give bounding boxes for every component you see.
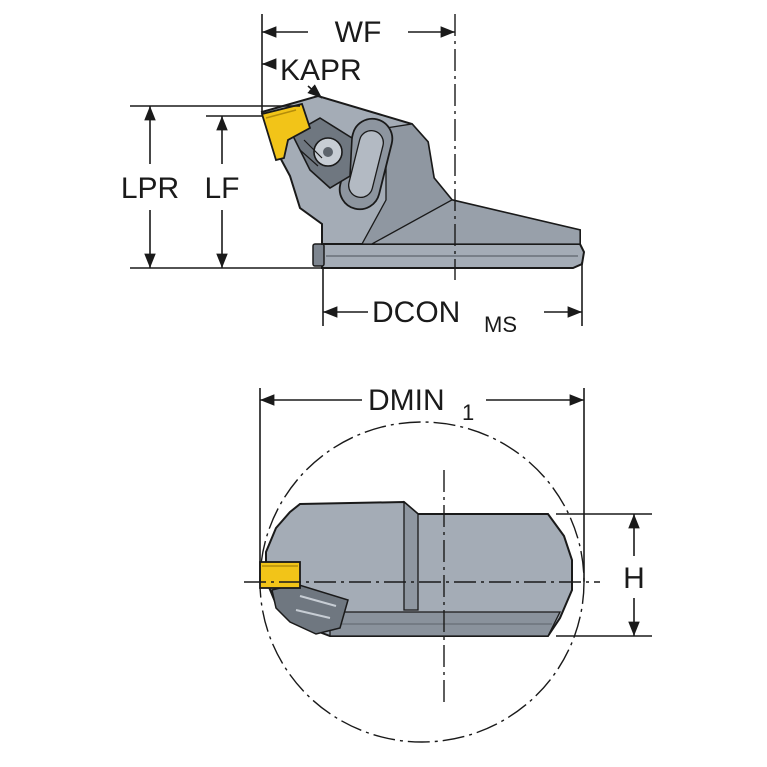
side-view-dimensions xyxy=(130,14,583,326)
label-wf: WF xyxy=(335,16,382,49)
label-lf: LF xyxy=(204,172,239,205)
end-view-dimensions xyxy=(244,388,652,706)
end-clamp xyxy=(271,583,349,635)
label-dmin-subscript: 1 xyxy=(462,400,474,425)
label-dcon: DCON xyxy=(372,296,460,329)
label-lpr: LPR xyxy=(121,172,179,205)
label-dcon-subscript: MS xyxy=(484,312,517,337)
insert xyxy=(260,102,312,162)
label-kapr: KAPR xyxy=(280,54,362,87)
label-h: H xyxy=(623,562,645,595)
side-view xyxy=(260,94,586,269)
shank-stub xyxy=(312,243,325,267)
label-dmin: DMIN xyxy=(368,384,445,417)
